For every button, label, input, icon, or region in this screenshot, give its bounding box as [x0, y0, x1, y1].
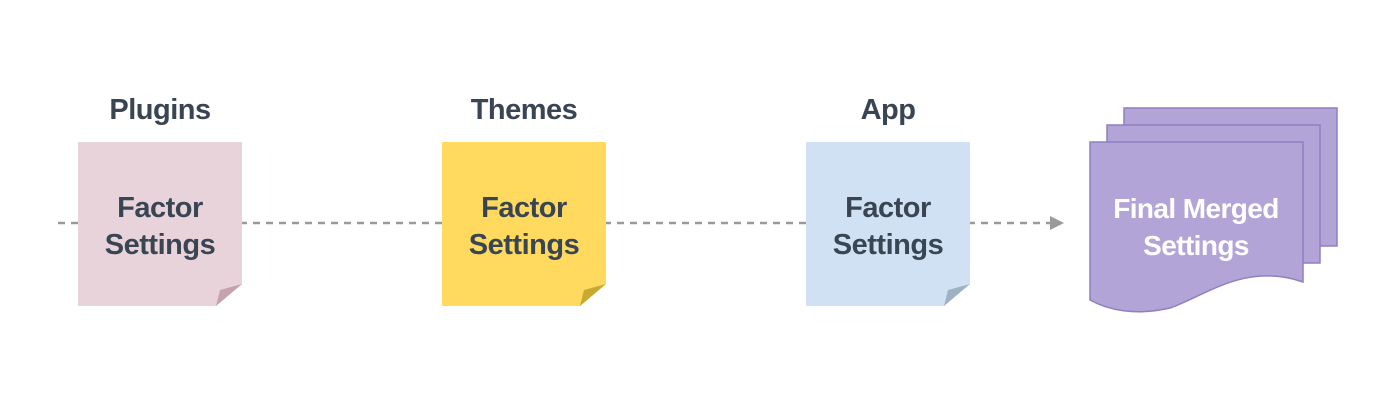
app-note-body — [806, 142, 970, 306]
plugins-note-fold-icon — [216, 284, 242, 306]
final-merged-line1: Final Merged — [1113, 193, 1279, 224]
themes-note-body — [442, 142, 606, 306]
plugins-note-line1: Factor — [117, 192, 203, 224]
document-front — [1089, 141, 1304, 313]
app-note — [806, 142, 970, 306]
themes-note-line2: Settings — [468, 229, 580, 261]
app-note-line2: Settings — [832, 229, 944, 261]
app-note-label: Factor Settings — [806, 190, 970, 264]
plugins-note-label: Factor Settings — [78, 190, 242, 264]
final-merged-label: Final Merged Settings — [1090, 190, 1302, 264]
connector-arrowhead-icon — [1050, 216, 1064, 230]
app-note-line1: Factor — [845, 192, 931, 224]
stage-title-app: App — [860, 94, 916, 126]
themes-note — [442, 142, 606, 306]
stage-title-themes: Themes — [470, 94, 578, 126]
stage-title-plugins: Plugins — [109, 94, 211, 126]
plugins-note-line2: Settings — [104, 229, 216, 261]
app-note-fold-icon — [944, 284, 970, 306]
themes-note-fold-icon — [580, 284, 606, 306]
plugins-note — [78, 142, 242, 306]
themes-note-line1: Factor — [481, 192, 567, 224]
final-merged-document-stack-icon — [1089, 107, 1338, 313]
final-merged-line2: Settings — [1143, 230, 1249, 261]
themes-note-label: Factor Settings — [442, 190, 606, 264]
plugins-note-body — [78, 142, 242, 306]
